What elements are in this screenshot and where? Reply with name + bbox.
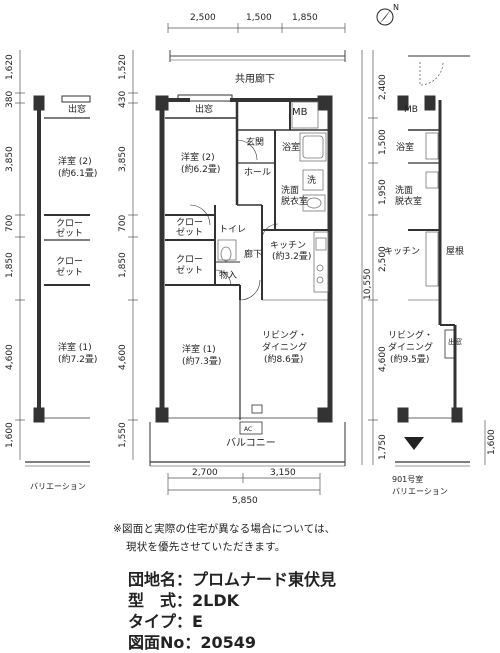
north-arrow-icon: N (376, 3, 399, 26)
room-wash-2: 脱衣室 (281, 195, 308, 207)
left-closet-a1: クロー (56, 218, 83, 229)
right-caption-2: バリエーション (392, 487, 448, 496)
room-genkan: 玄関 (246, 136, 264, 148)
dim-total-width: 5,850 (232, 496, 258, 506)
info-name: 団地名：プロムナード東伏見 (128, 566, 336, 590)
info-type-label: 型 式： (128, 591, 193, 610)
dim-bottom-1: 2,700 (192, 468, 218, 478)
dim-top-1: 2,500 (190, 13, 216, 23)
dim-bottom-2: 3,150 (270, 468, 296, 478)
dim-right-5: 4,600 (378, 346, 388, 372)
info-style: タイプ：E (128, 608, 203, 632)
info-no-value: 20549 (200, 633, 257, 652)
right-caption-1: 901号室 (392, 474, 423, 484)
disclaimer-line-1: ※図面と実際の住宅が異なる場合については、 (113, 523, 336, 535)
room-closet-b2: ゼット (176, 264, 203, 276)
dim-left-7: 1,600 (5, 422, 15, 448)
left-demado: 出窓 (68, 103, 86, 115)
dim-main-4: 700 (118, 215, 128, 232)
main-plan: 共用廊下 (149, 50, 346, 467)
dim-main-5: 1,850 (118, 252, 128, 278)
dim-main-1: 1,520 (118, 54, 128, 80)
room-western2-2: (約6.2畳) (181, 163, 220, 175)
dim-left-5: 1,850 (5, 252, 15, 278)
dim-top-3: 1,850 (292, 13, 318, 23)
left-caption: バリエーション (30, 482, 86, 491)
right-wash-1: 洗面 (395, 184, 413, 196)
info-no-label: 図面No： (128, 633, 201, 652)
dim-right-3: 1,950 (378, 179, 388, 205)
disclaimer-line-2: 現状を優先させていただきます。 (126, 541, 286, 553)
right-kitchen: キッチン (384, 246, 420, 257)
right-mb: MB (404, 105, 418, 115)
room-storage: 物入 (219, 269, 237, 281)
room-closet-a2: ゼット (176, 226, 203, 238)
right-living-3: (約9.5畳) (390, 353, 429, 365)
dim-right-outer: 1,600 (487, 429, 497, 455)
dim-left-4: 700 (5, 215, 15, 232)
dim-right-total: 10,550 (363, 268, 373, 300)
dim-left-1: 1,620 (5, 54, 15, 80)
corridor-label: 共用廊下 (235, 72, 275, 85)
room-sen: 洗 (307, 174, 316, 186)
room-kitchen-1: キッチン (270, 240, 306, 251)
dim-right-6: 1,750 (378, 434, 388, 460)
room-kitchen-2: (約3.2畳) (272, 250, 311, 262)
room-mb: MB (292, 107, 308, 118)
info-drawing-no: 図面No：20549 (128, 629, 256, 653)
right-bath: 浴室 (396, 141, 414, 153)
balcony-label: バルコニー (226, 437, 276, 449)
info-name-value: プロムナード東伏見 (192, 570, 337, 589)
right-roof: 屋根 (446, 245, 464, 257)
room-corridor: 廊下 (244, 248, 262, 260)
dim-left-3: 3,850 (5, 146, 15, 172)
right-living-2: ダイニング (388, 341, 433, 353)
left-variation: 出窓 洋室 (2) (約6.1畳) クロー ゼット クロー ゼット 洋室 (1)… (25, 95, 97, 491)
right-wash-2: 脱衣室 (395, 195, 422, 207)
room-closet-a1: クロー (176, 217, 203, 228)
room-western1-2: (約7.3畳) (182, 355, 221, 367)
dim-left-6: 4,600 (5, 344, 15, 370)
left-western1-1: 洋室 (1) (58, 341, 92, 353)
room-wash-1: 洗面 (281, 184, 299, 196)
room-toilet: トイレ (219, 225, 246, 235)
room-bath: 浴室 (282, 141, 300, 153)
left-western1-2: (約7.2畳) (58, 353, 97, 365)
dim-top-2: 1,500 (246, 13, 272, 23)
room-demado: 出窓 (195, 103, 213, 115)
dim-right-1: 2,400 (378, 74, 388, 100)
dim-right-2: 1,500 (378, 129, 388, 155)
dim-left-2: 380 (5, 91, 15, 108)
room-living-2: ダイニング (262, 341, 307, 353)
info-style-label: タイプ： (128, 612, 193, 631)
left-closet-b2: ゼット (56, 266, 83, 278)
left-closet-a2: ゼット (56, 227, 83, 239)
right-living-1: リビング・ (388, 329, 433, 341)
dim-main-6: 4,600 (118, 344, 128, 370)
dim-right-4: 2,500 (378, 246, 388, 272)
room-western1-1: 洋室 (1) (182, 343, 216, 355)
left-closet-b1: クロー (56, 256, 83, 267)
room-living-1: リビング・ (262, 329, 307, 341)
room-closet-b1: クロー (176, 254, 203, 265)
room-hall: ホール (244, 167, 271, 178)
right-variation: MB 浴室 洗面 脱衣室 キッチン 屋根 リビング・ ダイニング (約9.5畳)… (384, 55, 470, 496)
info-type-value: 2LDK (192, 591, 240, 610)
dim-main-2: 430 (118, 91, 128, 108)
left-western2-1: 洋室 (2) (58, 155, 92, 167)
right-side: 出窓 (448, 337, 462, 346)
dim-main-7: 1,550 (118, 422, 128, 448)
info-style-value: E (192, 612, 203, 631)
info-type: 型 式：2LDK (128, 587, 239, 611)
room-living-3: (約8.6畳) (264, 353, 303, 365)
room-western2-1: 洋室 (2) (181, 151, 215, 163)
dim-main-3: 3,850 (118, 146, 128, 172)
svg-text:N: N (393, 3, 399, 12)
room-ac: AC (244, 426, 252, 433)
left-western2-2: (約6.1畳) (58, 167, 97, 179)
info-name-label: 団地名： (128, 570, 193, 589)
